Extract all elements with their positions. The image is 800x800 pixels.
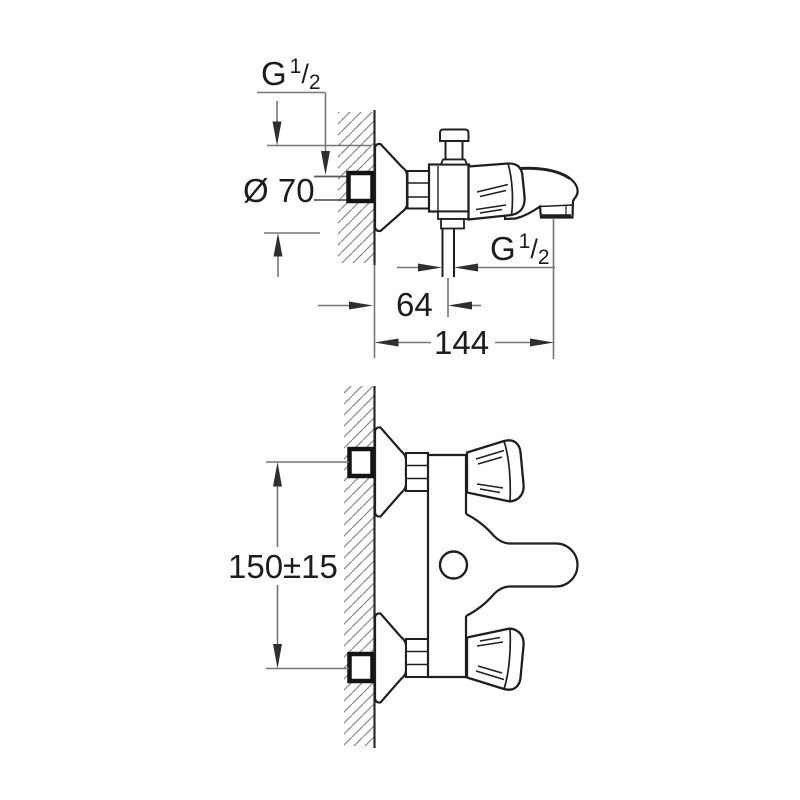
dimension-wall-to-spout: 144 [374,219,555,361]
wall-union-fitting-top [347,446,375,479]
arrow-left [418,263,442,272]
escutcheon-diameter-label: Ø 70 [243,172,315,209]
arrow-right [448,301,472,310]
arrow-left [374,338,399,347]
arrow-right [454,263,478,272]
arrow-top [272,121,282,146]
arrow-down [273,644,282,669]
knob-cap [439,128,470,142]
wall-to-outlet-value: 64 [396,286,433,323]
wall-union-fitting-bottom [347,651,375,684]
escutcheon-top [373,426,408,518]
outlet-flange-lower [440,218,465,230]
handle-flute-lines [475,636,505,681]
wall-hatching [344,386,374,746]
arrow-bottom [273,233,283,257]
knob-base [439,158,469,166]
knob-stem [444,140,464,161]
dimension-wall-to-outlet: 64 [318,278,481,323]
arrow-right [530,338,554,347]
mixer-body [426,453,579,679]
handle-flute-lines [475,449,505,494]
connection-nut-top [405,452,429,492]
handle-face-line [503,628,512,690]
handle [467,162,526,221]
spout-front-outline [465,513,579,617]
leader-line [257,91,327,151]
connection-spacing-value: 150±15 [228,548,338,585]
nut-outline [405,452,429,492]
nut-outline [405,638,429,678]
dimension-connection-spacing: 150±15 [228,461,349,670]
wall-union-fitting [346,170,375,204]
connection-nut [406,170,430,210]
nut-outline [406,170,430,210]
arrow-up [273,462,282,487]
escutcheon [373,142,409,233]
wall-to-spout-value: 144 [434,324,489,361]
handle-face-line [507,163,514,216]
handle-face-line [503,440,512,502]
connection-nut-bottom [405,638,429,678]
diverter-knob [439,128,470,166]
spout-outlet-step [539,204,573,208]
handle-flute-lines [475,183,509,214]
arrow-left [349,301,373,310]
handle-outline [465,627,525,691]
handle-outline [465,439,525,503]
front-view-drawing: 150±15 [228,386,579,748]
escutcheon-bottom [373,612,408,704]
shower-outlet-port [438,550,469,580]
handle-bottom [465,627,525,691]
handle-top [465,439,525,503]
dimension-escutcheon-diameter: Ø 70 [243,101,371,277]
outlet-flange-upper [437,210,471,220]
mixer-body [427,163,471,213]
leader-arrow [321,151,330,175]
